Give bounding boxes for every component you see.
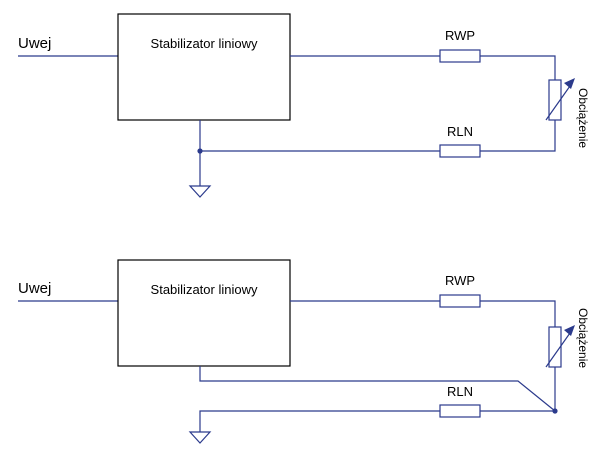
resistor-rln-label: RLN (447, 384, 473, 399)
circuit-diagram-1: Uwej Stabilizator liniowy RWP Obciążenie… (18, 13, 590, 198)
load-feed-wire (480, 55, 556, 80)
load-variable-arrow (545, 332, 571, 368)
resistor-rln (439, 144, 481, 158)
load-arrow-head (564, 325, 575, 336)
circuit-diagram-2: Uwej Stabilizator liniowy RWP Obciążenie… (18, 259, 590, 444)
sense-wire (199, 366, 556, 412)
input-label: Uwej (18, 280, 51, 297)
ground-return-wire (199, 410, 440, 432)
regulator-label: Stabilizator liniowy (151, 282, 258, 297)
resistor-rln (439, 404, 481, 418)
load-label: Obciążenie (576, 308, 590, 368)
resistor-rln-label: RLN (447, 124, 473, 139)
ground-icon (188, 431, 212, 444)
load-arrow-head (564, 78, 575, 89)
regulator-block (117, 259, 291, 367)
resistor-rwp-label: RWP (445, 28, 475, 43)
load-feed-wire (480, 300, 556, 327)
load-label: Obciążenie (576, 88, 590, 148)
regulator-label: Stabilizator liniowy (151, 36, 258, 51)
resistor-rwp (439, 49, 481, 63)
resistor-rwp (439, 294, 481, 308)
junction-dot (197, 148, 203, 154)
resistor-rwp-label: RWP (445, 273, 475, 288)
load-return-wire (480, 120, 556, 152)
ground-icon (188, 185, 212, 198)
regulator-block (117, 13, 291, 121)
load-variable-arrow (545, 85, 571, 121)
input-label: Uwej (18, 35, 51, 52)
